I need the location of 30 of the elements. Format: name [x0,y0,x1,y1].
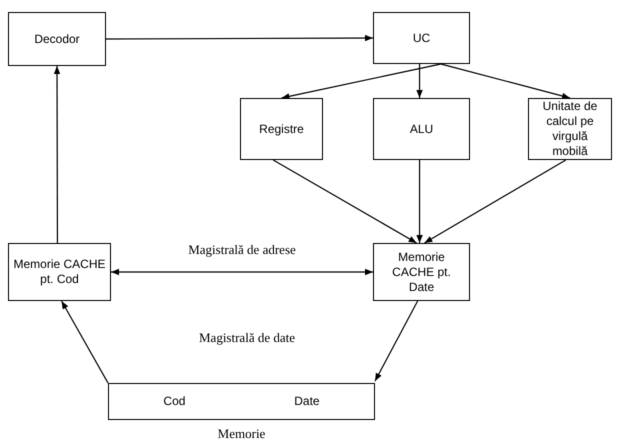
process-box [8,243,111,301]
process-box [528,98,612,160]
node-text: Date [293,394,321,409]
process-box [373,243,470,301]
node-text: UC [412,30,432,46]
node-text: Memorie CACHE pt. Date [391,250,452,294]
process-box [8,12,106,66]
node-text: ALU [408,122,434,136]
arrow [272,159,417,244]
process-box [373,12,470,64]
edge-label: Magistrală de adrese [186,242,298,258]
node-text: Cod [162,394,186,409]
arrow [424,159,566,244]
arrow [416,160,423,243]
arrow [106,34,373,42]
node-text: Memorie CACHE pt. Cod [12,257,106,287]
arrow [416,64,423,98]
process-box [373,98,470,160]
bus-label: Magistrală de date [197,330,297,346]
node-text: Registre [258,122,305,136]
arrow [440,63,570,100]
process-box [108,383,375,420]
arrow [61,300,109,384]
arrow [374,300,418,382]
arrow [111,268,373,276]
node-text: Unitate de calcul pe virgulă mobilă [542,99,598,159]
arrow [54,66,60,243]
arrow [281,63,442,100]
process-box [240,98,323,160]
node-text: Decodor [33,32,81,46]
